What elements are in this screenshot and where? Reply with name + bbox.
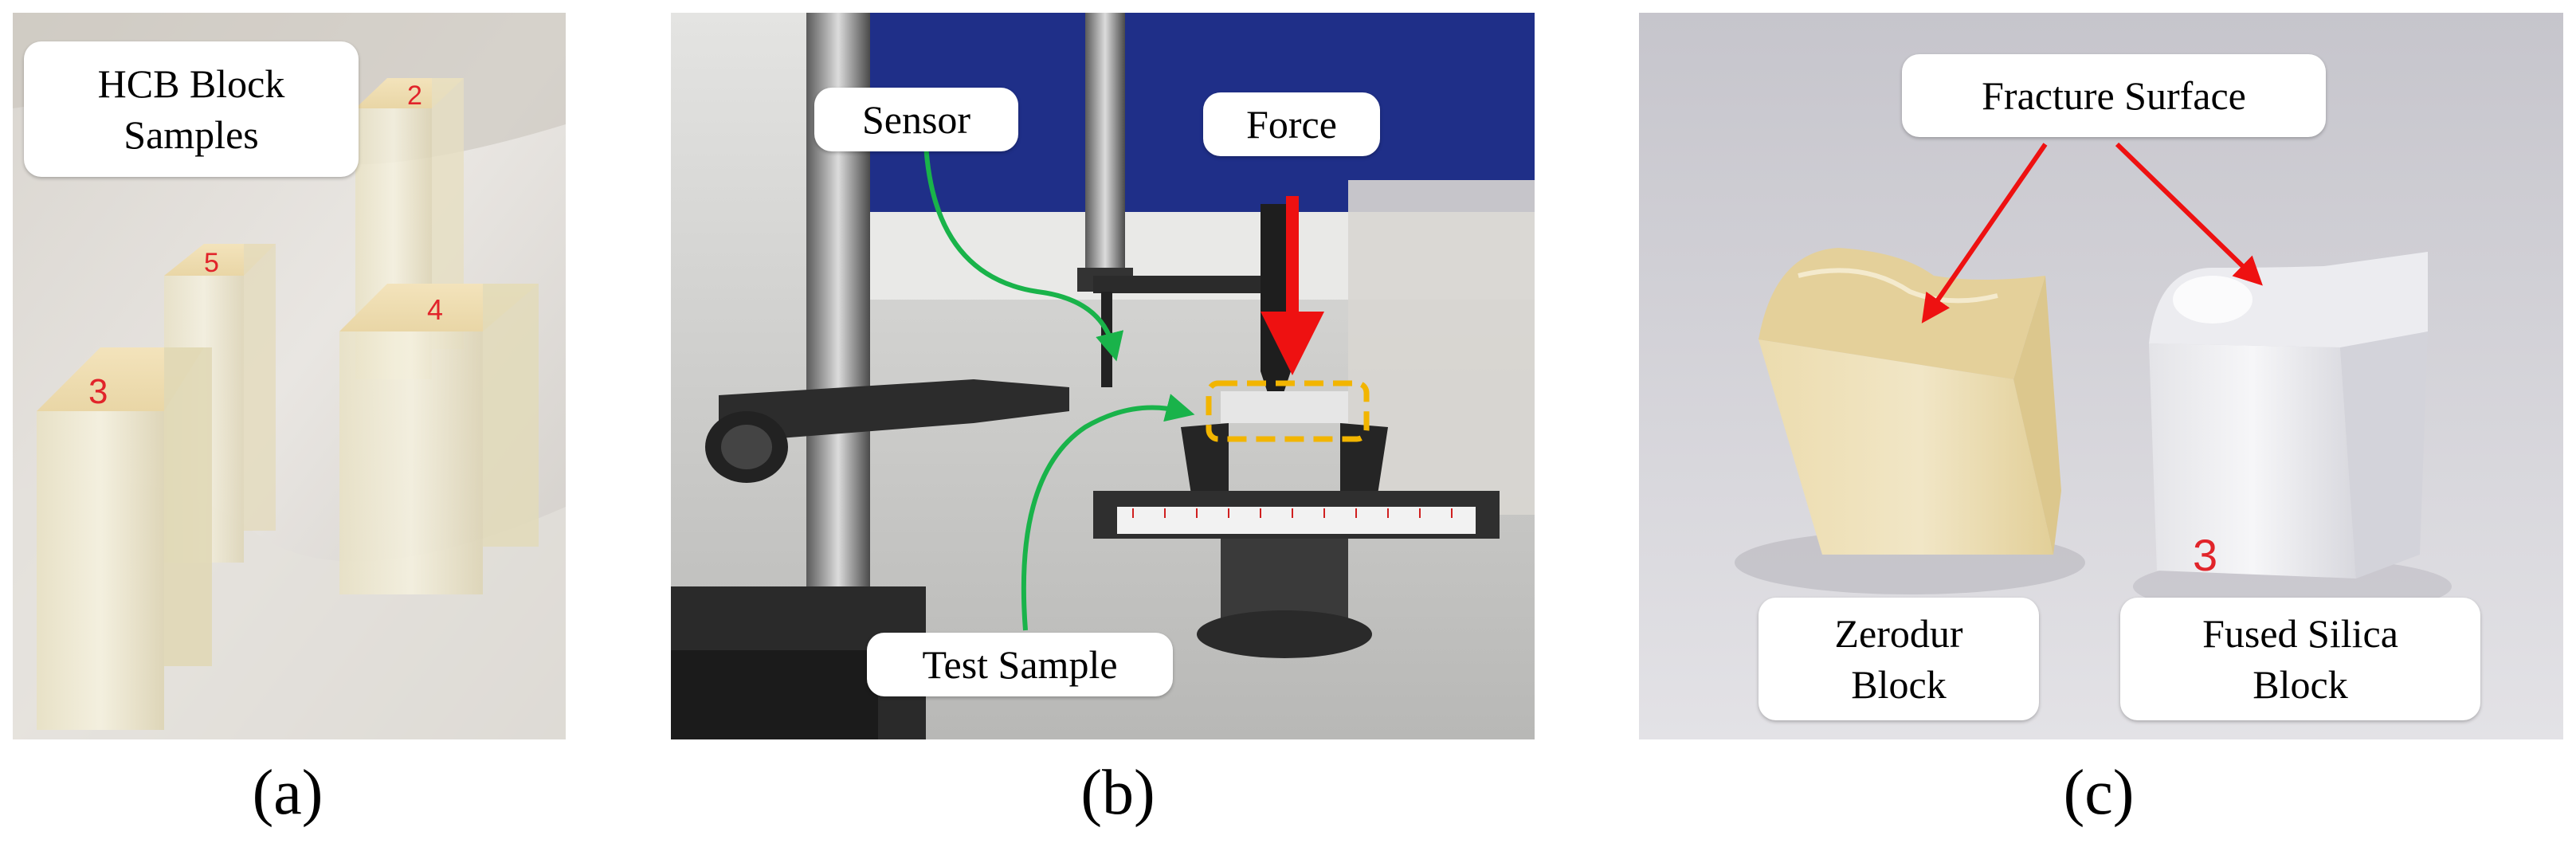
sample-mark-5: 5 — [204, 248, 219, 278]
caption-c: (c) — [2063, 758, 2135, 828]
label-zerodur-block: Zerodur Block — [1759, 598, 2039, 720]
sensor-holder — [719, 379, 1069, 443]
test-sample-block — [1221, 391, 1348, 423]
hcb-block-4: 4 — [339, 284, 539, 594]
ruler-scale — [1117, 507, 1476, 534]
panel-c-photo: 3 Fracture Surface Zerodur Block Fused S… — [1639, 13, 2563, 739]
label-fracture-surface: Fracture Surface — [1902, 54, 2326, 137]
label-fused-silica-block: Fused Silica Block — [2120, 598, 2480, 720]
label-sensor: Sensor — [814, 88, 1018, 151]
hcb-block-3: 3 — [37, 347, 212, 730]
sample-mark-4: 4 — [427, 293, 443, 326]
zerodur-block — [1759, 248, 2061, 555]
caption-a: (a) — [252, 758, 323, 828]
caption-b: (b) — [1080, 758, 1155, 828]
panel-a-photo: 2 5 4 3 HCB Block Samples — [13, 13, 566, 739]
sample-mark-2: 2 — [407, 80, 422, 111]
sample-mark-3: 3 — [2193, 530, 2217, 580]
sensor-arm — [1093, 276, 1276, 293]
label-test-sample: Test Sample — [867, 633, 1173, 696]
load-spindle — [1085, 13, 1125, 268]
sample-mark-3: 3 — [88, 372, 108, 411]
fused-silica-block: 3 — [2149, 252, 2428, 580]
panel-b-scene — [671, 13, 1535, 739]
label-force: Force — [1203, 92, 1380, 156]
panel-b-photo: Sensor Force Test Sample — [671, 13, 1535, 739]
loading-pin — [1261, 204, 1291, 371]
label-hcb-block-samples: HCB Block Samples — [24, 41, 359, 177]
